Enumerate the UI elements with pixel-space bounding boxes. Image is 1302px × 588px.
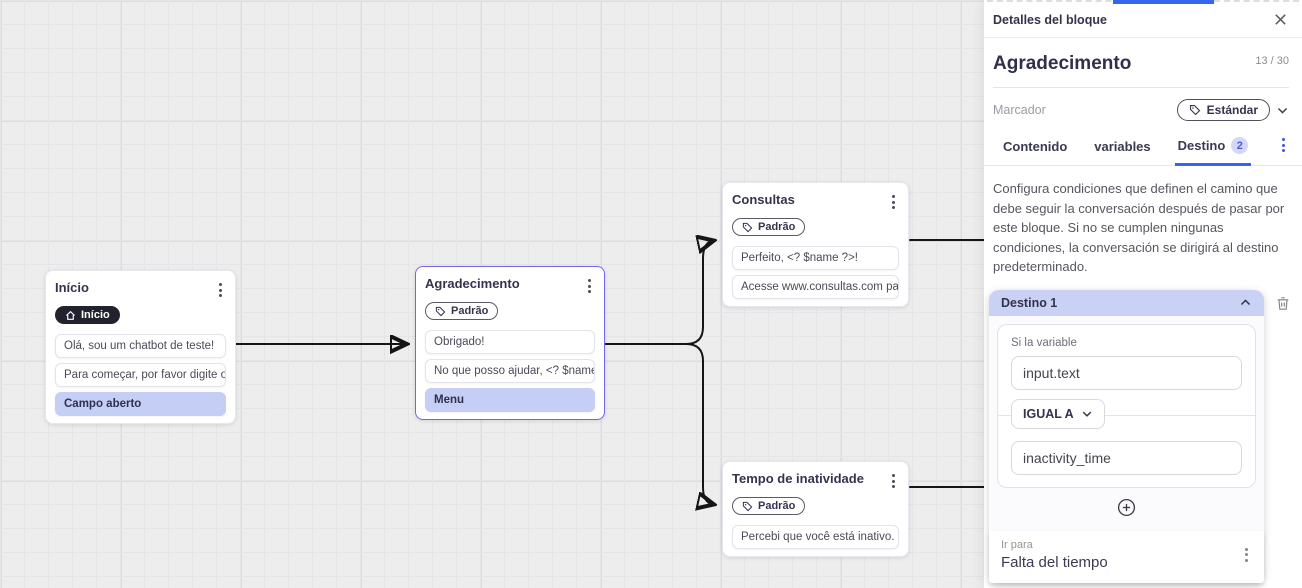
- close-icon: [1275, 14, 1286, 25]
- tag-icon: [1189, 104, 1200, 116]
- operator-select[interactable]: IGUAL A: [1011, 398, 1105, 429]
- message-item[interactable]: Acesse www.consultas.com par...: [732, 274, 899, 299]
- chevron-down-icon[interactable]: [1276, 104, 1289, 117]
- destino-count-badge: 2: [1231, 137, 1249, 154]
- padrao-chip: Padrão: [732, 218, 806, 236]
- node-menu-icon[interactable]: [888, 192, 899, 212]
- block-details-panel: Detalles del bloque Agradecimento 13 / 3…: [984, 0, 1302, 588]
- flow-node-inicio[interactable]: Início Início Olá, sou um chatbot de tes…: [45, 270, 236, 424]
- destination-card: Destino 1 Si la variable input.text IGUA…: [989, 289, 1264, 583]
- message-item[interactable]: Perfeito, <? $name ?>!: [732, 245, 899, 270]
- marker-chip[interactable]: Estándar: [1176, 99, 1270, 121]
- home-icon: [65, 310, 76, 320]
- chip-label: Padrão: [758, 500, 796, 512]
- node-menu-icon[interactable]: [584, 276, 595, 296]
- edge-agradecimento-consultas: [605, 241, 712, 345]
- condition-card: Si la variable input.text IGUAL A: [997, 323, 1256, 488]
- divider: [993, 87, 1289, 88]
- marker-chip-label: Estándar: [1206, 103, 1258, 117]
- close-button[interactable]: [1271, 10, 1290, 29]
- goto-menu-icon[interactable]: [1241, 545, 1252, 565]
- goto-target[interactable]: Falta del tiempo: [1001, 553, 1108, 571]
- variable-input[interactable]: input.text: [1011, 355, 1242, 390]
- padrao-chip: Padrão: [425, 302, 499, 320]
- tag-icon: [742, 501, 753, 511]
- compare-value-input[interactable]: inactivity_time: [1011, 440, 1242, 475]
- node-menu-icon[interactable]: [215, 280, 226, 300]
- tab-contenido[interactable]: Contenido: [1003, 131, 1067, 165]
- inicio-badge: Início: [55, 306, 120, 324]
- char-counter: 13 / 30: [1255, 55, 1289, 67]
- panel-top-strip: [987, 0, 1299, 4]
- message-item-open-field[interactable]: Campo aberto: [55, 391, 226, 416]
- badge-label: Início: [81, 309, 110, 321]
- chevron-down-icon: [1082, 411, 1091, 417]
- delete-destination-button[interactable]: [1273, 293, 1293, 314]
- destination-header[interactable]: Destino 1: [989, 289, 1264, 316]
- node-title: Início: [55, 280, 89, 295]
- flow-node-agradecimento[interactable]: Agradecimento Padrão Obrigado! No que po…: [415, 266, 605, 420]
- tag-icon: [742, 222, 753, 232]
- tab-label: Destino: [1177, 138, 1226, 153]
- destination-description: Configura condiciones que definen el cam…: [993, 181, 1285, 274]
- add-condition-button[interactable]: [1115, 496, 1138, 519]
- message-item[interactable]: Para começar, por favor digite o ...: [55, 362, 226, 387]
- tabs-overflow-menu-icon[interactable]: [1278, 135, 1289, 155]
- goto-label: Ir para: [1001, 538, 1033, 551]
- condition-label: Si la variable: [1011, 336, 1077, 349]
- tag-icon: [435, 306, 446, 316]
- plus-circle-icon: [1117, 498, 1136, 516]
- node-title: Consultas: [732, 192, 795, 207]
- node-menu-icon[interactable]: [888, 471, 899, 491]
- message-item[interactable]: Olá, sou um chatbot de teste!: [55, 333, 226, 358]
- chip-label: Padrão: [758, 221, 796, 233]
- panel-title: Detalles del bloque: [993, 12, 1107, 27]
- node-title: Agradecimento: [425, 276, 520, 291]
- edge-agradecimento-tempo: [605, 343, 712, 504]
- node-title: Tempo de inatividade: [732, 471, 864, 486]
- chevron-up-icon[interactable]: [1239, 296, 1252, 309]
- operator-label: IGUAL A: [1023, 406, 1074, 421]
- tab-label: variables: [1094, 139, 1151, 154]
- flow-node-consultas[interactable]: Consultas Padrão Perfeito, <? $name ?>! …: [722, 182, 909, 307]
- destination-header-label: Destino 1: [1001, 295, 1058, 310]
- top-blue-indicator: [1113, 0, 1214, 4]
- flow-node-tempo-inatividade[interactable]: Tempo de inatividade Padrão Percebi que …: [722, 461, 909, 557]
- chip-label: Padrão: [451, 305, 489, 317]
- goto-row: Ir para Falta del tiempo: [989, 530, 1264, 583]
- message-item[interactable]: No que posso ajudar, <? $name ...: [425, 358, 595, 383]
- marcador-label: Marcador: [993, 103, 1046, 117]
- trash-icon: [1277, 296, 1289, 310]
- message-item[interactable]: Percebi que você está inativo. C...: [732, 524, 899, 549]
- tab-variables[interactable]: variables: [1094, 131, 1150, 165]
- tab-destino[interactable]: Destino 2: [1174, 129, 1251, 166]
- panel-tabs: Contenido variables Destino 2: [984, 129, 1302, 166]
- padrao-chip: Padrão: [732, 497, 806, 515]
- tab-label: Contenido: [1003, 139, 1068, 154]
- message-item-menu[interactable]: Menu: [425, 387, 595, 412]
- block-name[interactable]: Agradecimento: [993, 53, 1132, 74]
- message-item[interactable]: Obrigado!: [425, 329, 595, 354]
